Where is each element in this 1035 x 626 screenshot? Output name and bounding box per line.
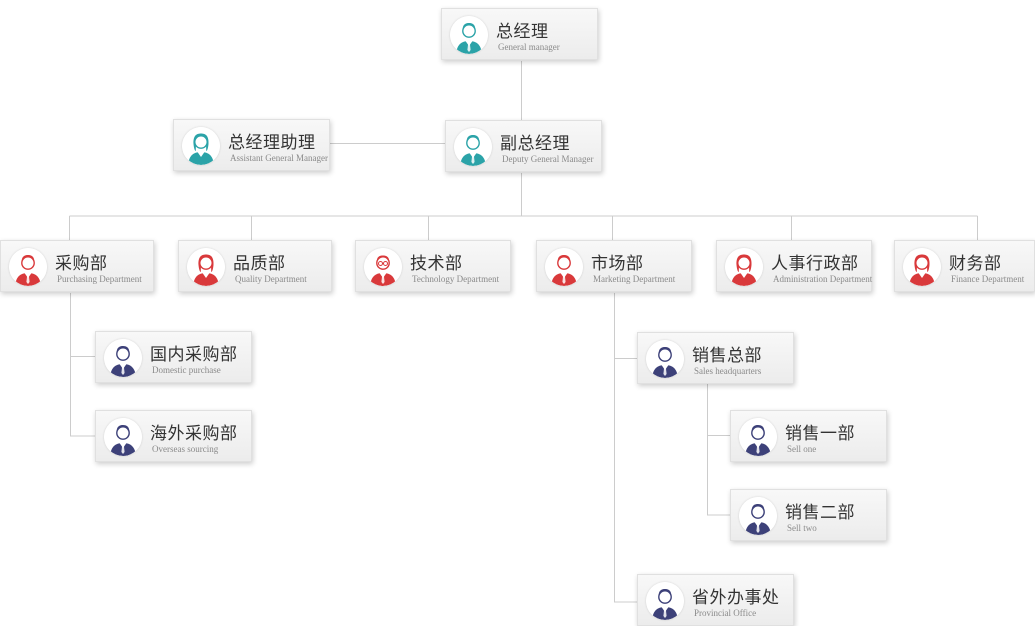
node-title: 国内采购部 — [150, 345, 238, 365]
navy-male-avatar-icon — [646, 340, 684, 378]
red-female-avatar-icon — [903, 248, 941, 286]
node-subtitle: Deputy General Manager — [502, 154, 594, 164]
navy-male-avatar-icon — [739, 418, 777, 456]
node-subtitle: Technology Department — [412, 274, 500, 284]
red-female-avatar-icon — [187, 248, 225, 286]
node-subtitle: Assistant General Manager — [230, 153, 328, 163]
node-title: 省外办事处 — [692, 588, 780, 608]
navy-male-avatar-icon — [104, 418, 142, 456]
node-subtitle: Finance Department — [951, 274, 1025, 284]
node-subtitle: Sales headquarters — [694, 366, 762, 376]
node-title: 技术部 — [410, 254, 463, 274]
node-subtitle: Sell two — [787, 523, 817, 533]
red-glasses-avatar-icon — [364, 248, 402, 286]
teal-manager-avatar-icon — [454, 128, 492, 166]
node-subtitle: Provincial Office — [694, 608, 757, 618]
node-title: 人事行政部 — [771, 254, 859, 274]
navy-male-avatar-icon — [104, 339, 142, 377]
node-title: 销售一部 — [785, 424, 855, 444]
node-title: 财务部 — [949, 254, 1002, 274]
node-title: 销售总部 — [692, 346, 762, 366]
navy-male-avatar-icon — [646, 582, 684, 620]
navy-male-avatar-icon — [739, 497, 777, 535]
node-subtitle: Quality Department — [235, 274, 307, 284]
red-male-avatar-icon — [9, 248, 47, 286]
red-male-avatar-icon — [545, 248, 583, 286]
node-subtitle: General manager — [498, 42, 560, 52]
node-title: 销售二部 — [785, 503, 855, 523]
node-title: 总经理 — [496, 22, 549, 42]
node-title: 总经理助理 — [228, 133, 316, 153]
node-title: 采购部 — [55, 254, 108, 274]
red-female-avatar-icon — [725, 248, 763, 286]
node-title: 品质部 — [233, 254, 286, 274]
node-subtitle: Overseas sourcing — [152, 444, 219, 454]
teal-female-avatar-icon — [182, 127, 220, 165]
node-subtitle: Sell one — [787, 444, 817, 454]
node-subtitle: Marketing Department — [593, 274, 676, 284]
node-subtitle: Administration Department — [773, 274, 873, 284]
node-subtitle: Purchasing Department — [57, 274, 142, 284]
node-title: 副总经理 — [500, 134, 570, 154]
node-subtitle: Domestic purchase — [152, 365, 221, 375]
node-title: 海外采购部 — [150, 424, 238, 444]
teal-manager-avatar-icon — [450, 16, 488, 54]
node-title: 市场部 — [591, 254, 644, 274]
